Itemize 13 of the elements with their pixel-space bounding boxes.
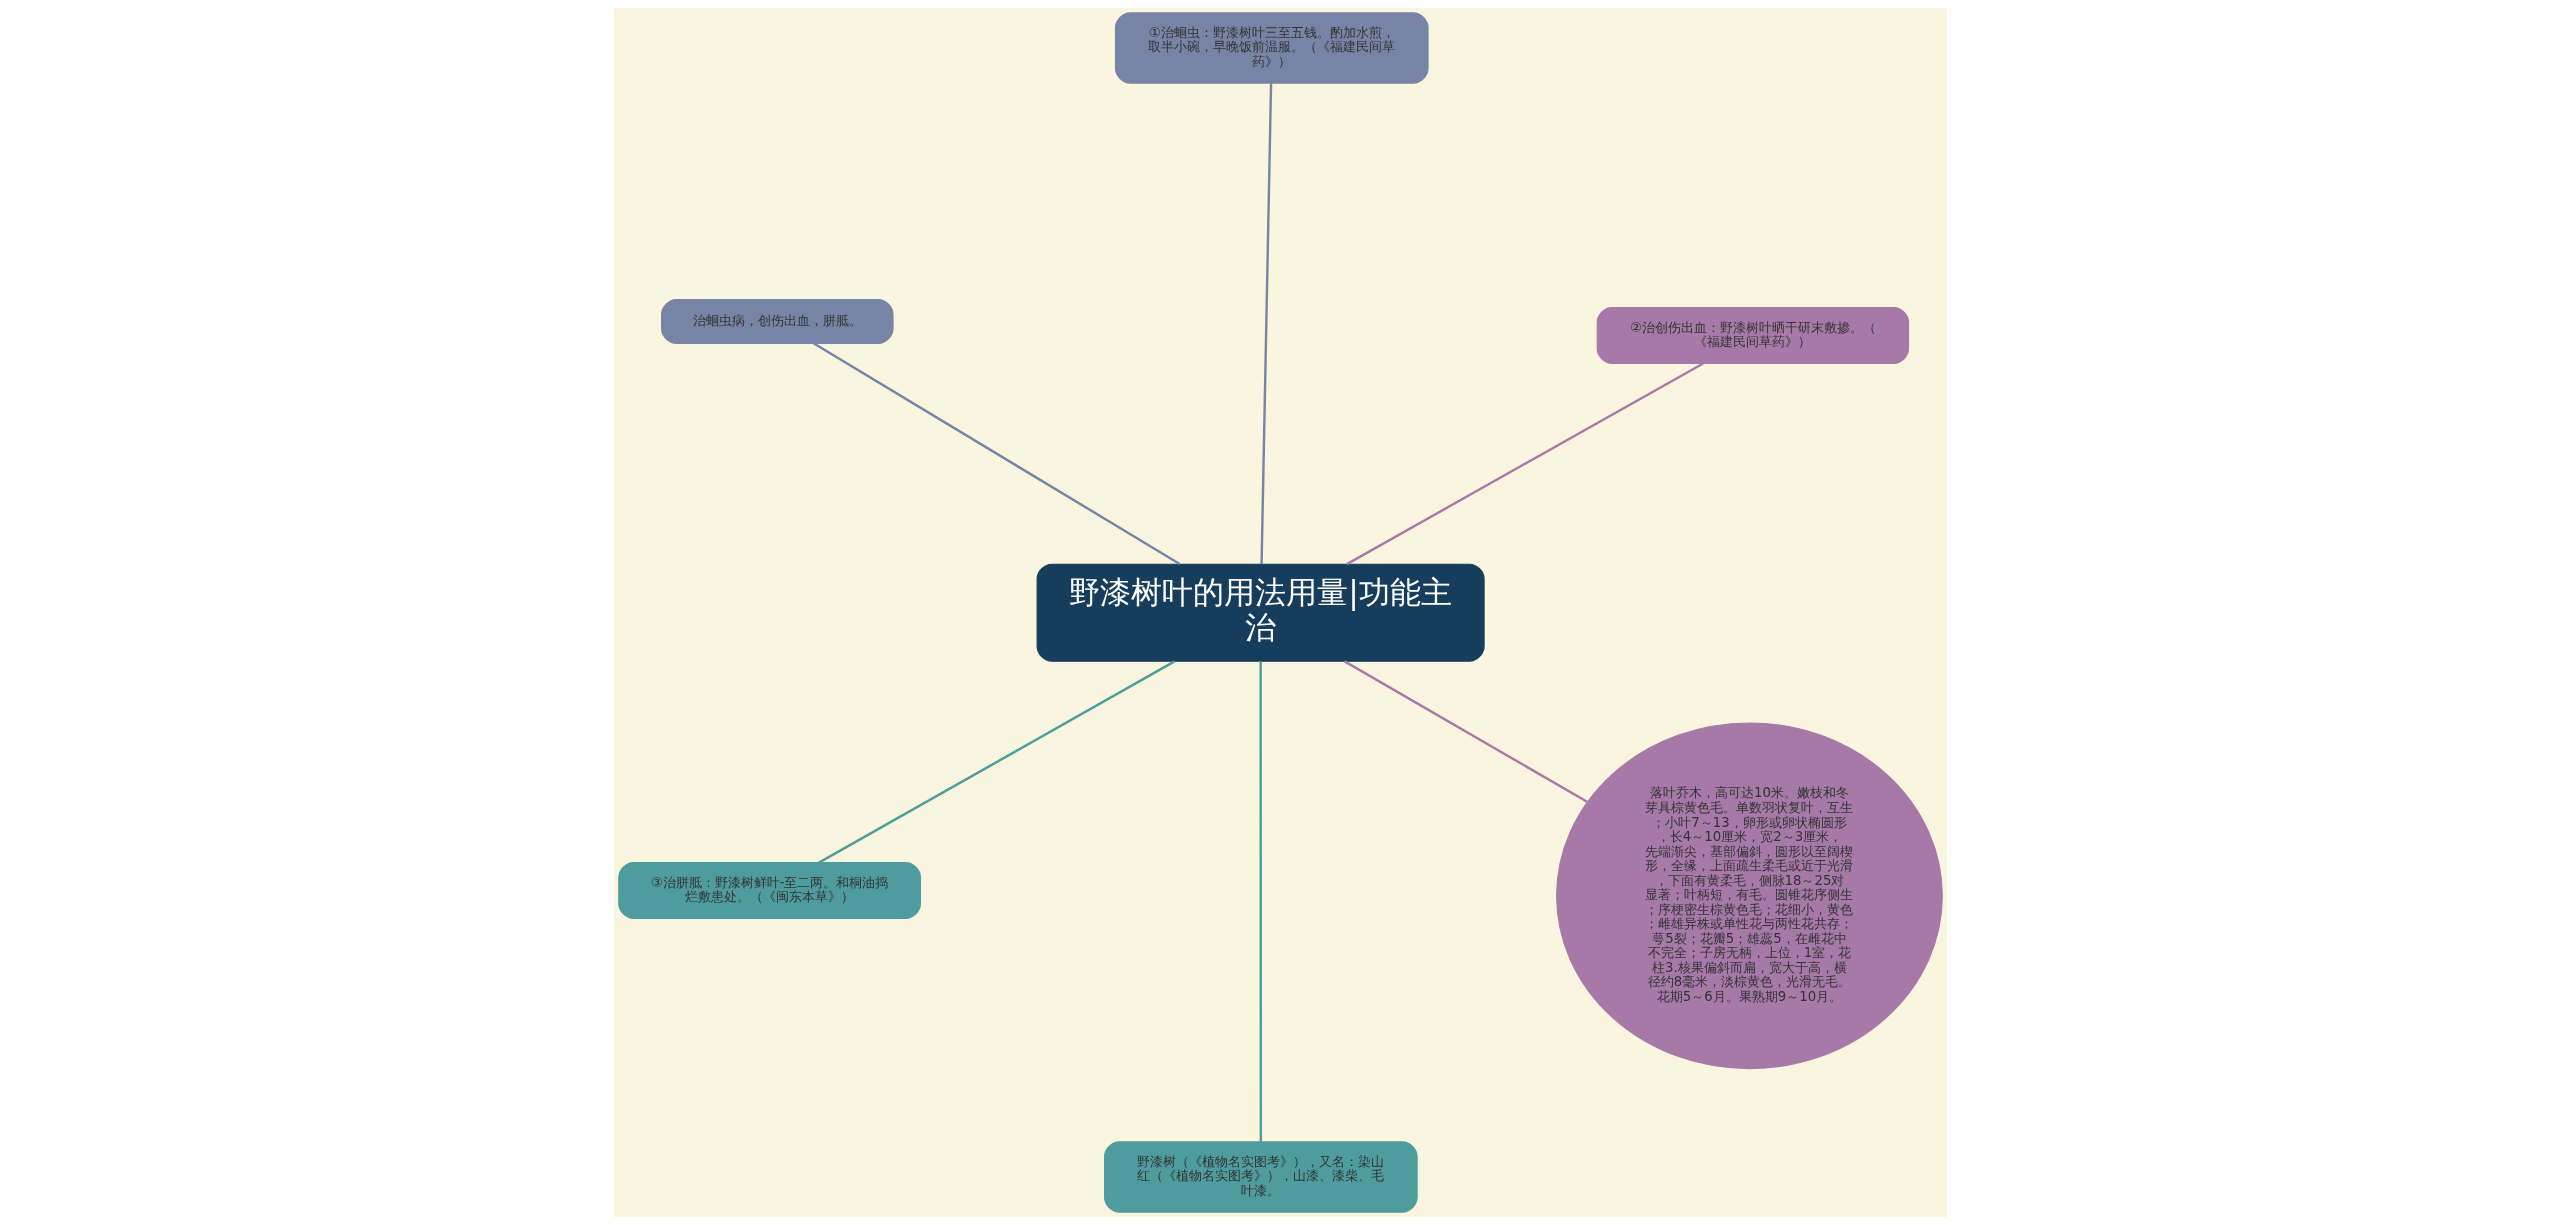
node-box: 治蛔虫病，创伤出血，胼胝。 (660, 299, 894, 344)
node-box: ②治创伤出血：野漆树叶晒干研末敷掺。（《福建民间草药》） (1596, 306, 1909, 364)
connector (1345, 362, 1704, 566)
connector (1258, 661, 1262, 1142)
node-ellipse: 落叶乔木，高可达10米。嫩枝和冬芽具棕黄色毛。单数羽状复叶，互生；小叶7～13，卵形或卵状椭圆形，长4～10厘米，宽2～3厘米，先端渐尖，基部偏斜，圆形以至阔楔形，全缘，上面疏生柔毛或近于光滑，下面有黄柔毛，侧脉18～25对显著；叶柄短，有毛。圆锥花序侧生；序梗密生棕黄色毛；花细小，黄色；雌雄异株或单性花与两性花共存；萼5裂；花瓣5；雄蕊5，在雌花中不完全；子房无柄，上位，1室，花柱3.核果偏斜而扁，宽大于高，横径约8毫米，淡棕黄色，光滑无毛。花期5～6月。果熟期9～10月。 (1555, 722, 1943, 1070)
connector (817, 660, 1175, 864)
connector (1343, 660, 1588, 803)
node-box: 野漆树叶的用法用量|功能主治 (1036, 563, 1485, 662)
connector (1259, 83, 1272, 565)
node-box: ①治蛔虫：野漆树叶三至五钱。酌加水煎，取半小碗，早晚饭前温服。（《福建民间草药》） (1114, 12, 1429, 84)
connector (812, 342, 1180, 565)
node-box: 野漆树（《植物名实图考》），又名：染山红（《植物名实图考》），山漆、漆柴、毛叶漆。 (1103, 1141, 1418, 1213)
node-box: ③治胼胝：野漆树鲜叶-至二两。和桐油捣烂敷患处。（《闽东本草》） (617, 862, 921, 919)
